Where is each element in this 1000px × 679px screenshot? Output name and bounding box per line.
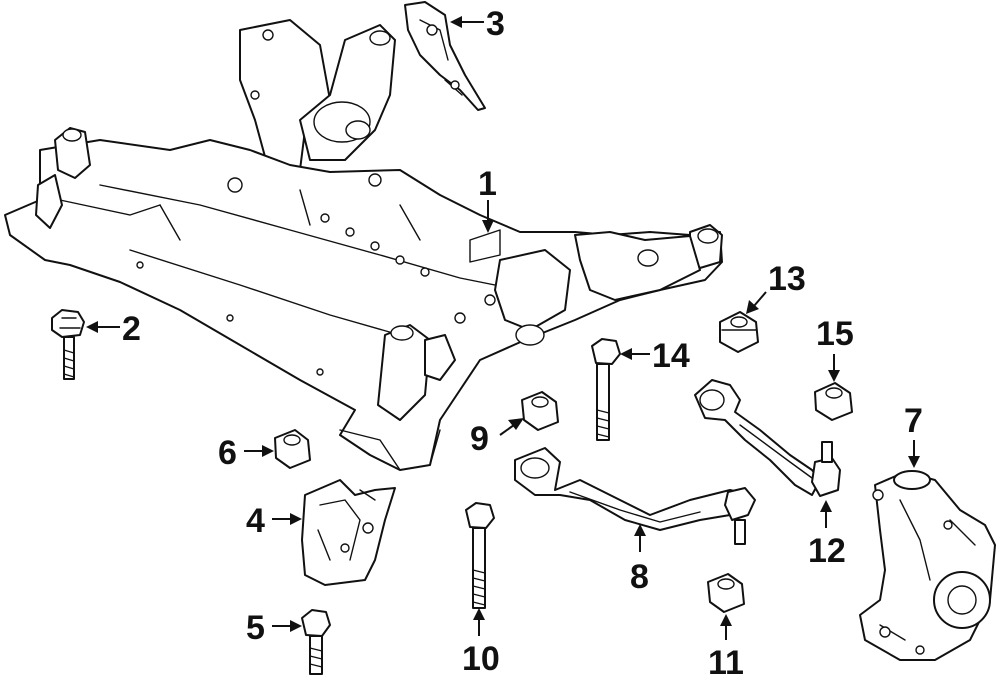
callout-6: 6: [218, 434, 274, 472]
callout-3-label: 3: [486, 5, 505, 43]
callout-15: 15: [816, 315, 854, 382]
bolt-part-2[interactable]: [51, 309, 85, 380]
callout-13: 13: [746, 260, 806, 314]
callout-5-label: 5: [246, 609, 265, 647]
callout-9-label: 9: [470, 420, 489, 458]
nut-part-9[interactable]: [521, 391, 559, 431]
callout-12: 12: [808, 500, 846, 570]
callout-4-label: 4: [246, 502, 265, 540]
callout-1: 1: [478, 165, 497, 233]
callout-13-label: 13: [768, 260, 806, 298]
nut-part-11[interactable]: [707, 573, 745, 613]
callout-11: 11: [708, 614, 744, 679]
callout-2-label: 2: [122, 310, 141, 348]
bracket-part[interactable]: [404, 1, 486, 111]
callout-12-label: 12: [808, 532, 846, 570]
nut-part-6[interactable]: [274, 429, 311, 469]
control-arm-part-8[interactable]: [514, 447, 756, 545]
nut-part-13[interactable]: [719, 311, 759, 353]
mount-bracket-part[interactable]: [301, 479, 396, 586]
callout-5: 5: [246, 609, 302, 647]
callout-7-label: 7: [904, 402, 923, 440]
callout-10: 10: [462, 608, 500, 678]
bolt-part-5[interactable]: [301, 609, 331, 675]
control-link-part-12[interactable]: [694, 379, 841, 497]
callout-14-label: 14: [652, 337, 690, 375]
subframe-part[interactable]: [4, 19, 723, 471]
callout-14: 14: [620, 337, 690, 375]
callout-7: 7: [904, 402, 923, 468]
bolt-part-10[interactable]: [465, 502, 495, 609]
callout-4: 4: [246, 502, 302, 540]
callout-11-label: 11: [708, 644, 744, 679]
callout-10-label: 10: [462, 640, 500, 678]
bolt-part-14[interactable]: [591, 338, 621, 441]
steering-knuckle-part-7[interactable]: [859, 470, 996, 661]
callout-9: 9: [470, 418, 524, 458]
callout-6-label: 6: [218, 434, 237, 472]
nut-part-15[interactable]: [814, 382, 853, 421]
callout-8: 8: [630, 524, 649, 596]
callout-3: 3: [450, 5, 505, 43]
callout-2: 2: [86, 310, 141, 348]
callout-1-label: 1: [478, 165, 497, 203]
callout-8-label: 8: [630, 558, 649, 596]
callout-15-label: 15: [816, 315, 854, 353]
